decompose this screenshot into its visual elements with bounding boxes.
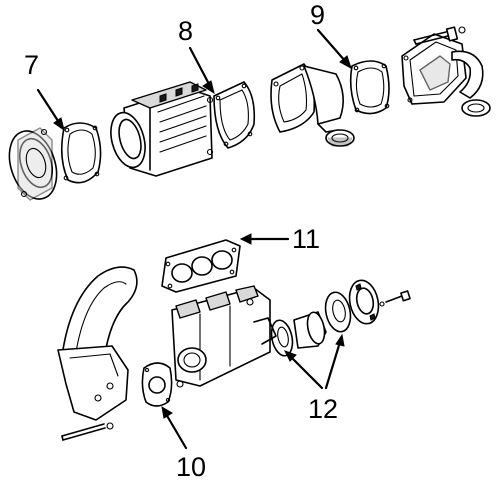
outlet-flange <box>348 279 380 325</box>
callout-arrow-10 <box>161 406 188 450</box>
bolt-top-right <box>413 26 466 45</box>
callout-arrow-11 <box>239 233 290 245</box>
callout-label-8: 8 <box>178 16 193 46</box>
part-11-manifold-gasket <box>161 239 241 293</box>
part-12-gasket-outer <box>324 291 352 333</box>
part-12-gasket-inner <box>270 319 294 357</box>
part-9-outlet-housing <box>401 33 491 117</box>
part-7-end-flange <box>8 127 58 201</box>
exhaust-chamber-housing <box>110 81 214 177</box>
callout-arrow-7 <box>36 88 65 132</box>
water-jacket-elbow-pipe <box>57 266 138 421</box>
bolt-bottom-right <box>379 290 411 307</box>
bolt-bottom-left <box>61 422 114 441</box>
part-12-adapter-sleeve <box>293 311 327 349</box>
callout-arrow-9 <box>316 28 352 70</box>
callout-label-9: 9 <box>310 0 325 30</box>
part-9-gasket <box>349 60 390 115</box>
callout-label-10: 10 <box>176 452 206 482</box>
callout-label-11: 11 <box>292 224 320 254</box>
callout-arrow-12 <box>283 333 345 390</box>
part-8-gasket <box>213 81 256 149</box>
callout-arrow-8 <box>188 46 215 95</box>
callout-label-12: 12 <box>308 394 338 424</box>
callout-label-7: 7 <box>24 50 39 80</box>
part-10-gasket <box>141 362 173 407</box>
part-9-elbow-flange <box>270 63 355 147</box>
part-7-gasket <box>60 122 102 184</box>
exhaust-manifold <box>171 285 277 388</box>
